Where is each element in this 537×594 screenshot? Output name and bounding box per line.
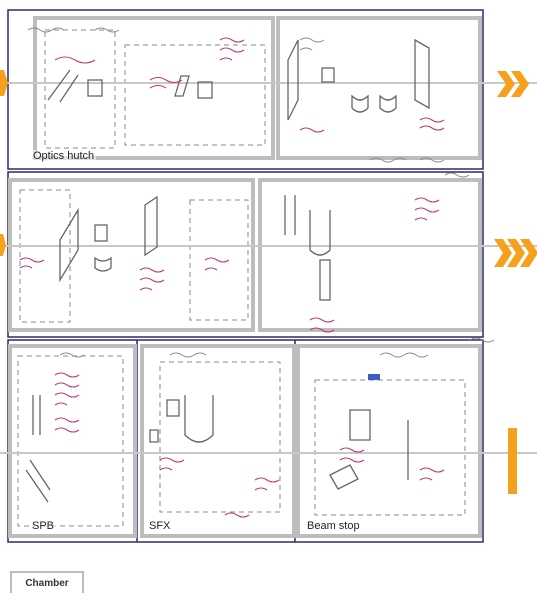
frame-top (8, 10, 483, 169)
frame-middle (8, 172, 483, 337)
beam-entry-marker-icon (0, 234, 6, 256)
chevron-double-right-icon (494, 239, 537, 267)
beam-marker-bar-icon (508, 428, 517, 494)
label-beam-stop: Beam stop (305, 520, 362, 532)
label-spb: SPB (30, 520, 56, 532)
frame-bottom (8, 340, 483, 542)
label-optics-hutch: Optics hutch (31, 150, 96, 162)
chevron-double-right-icon (497, 71, 531, 97)
label-sfx: SFX (147, 520, 172, 532)
tab-chamber[interactable]: Chamber (10, 571, 84, 593)
beam-entry-marker-icon (0, 70, 8, 96)
